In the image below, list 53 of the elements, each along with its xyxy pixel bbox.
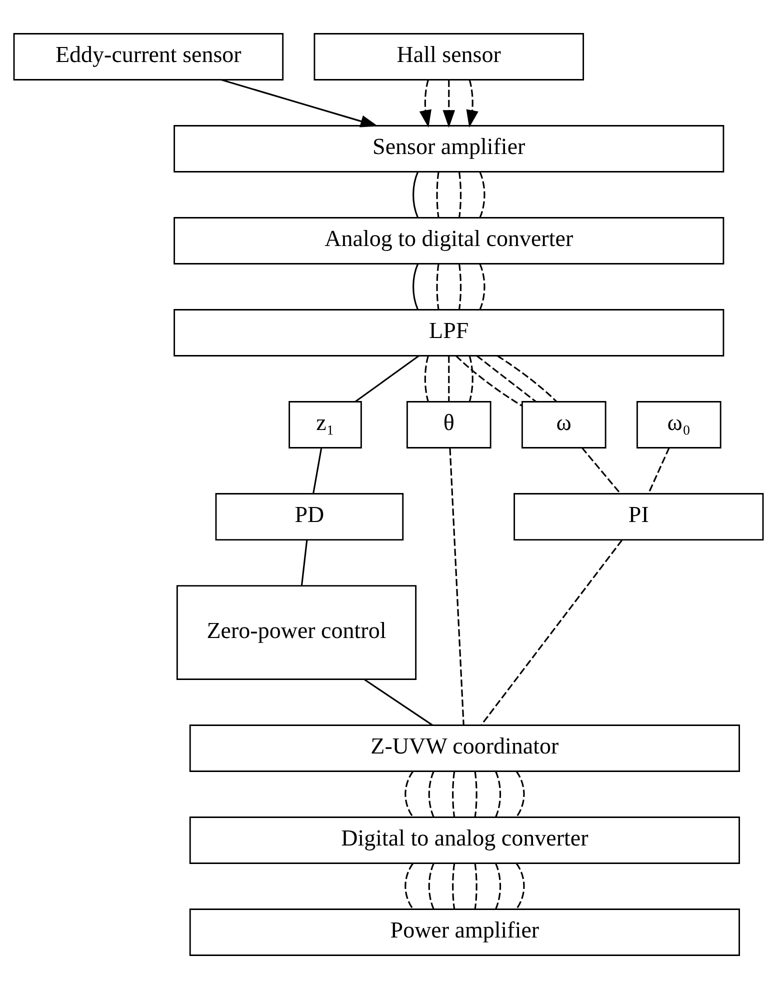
connector <box>428 770 434 818</box>
connector <box>452 771 456 817</box>
connector <box>428 862 434 910</box>
node-box: θ <box>406 401 492 448</box>
arrow <box>466 80 478 128</box>
connector <box>458 264 462 310</box>
arrow <box>442 80 456 128</box>
connector <box>480 540 623 726</box>
node-box: LPF <box>174 309 724 356</box>
node-box: Z-UVW coordinator <box>189 724 740 772</box>
connector <box>494 862 502 910</box>
arrow <box>220 79 378 128</box>
connector <box>648 447 670 494</box>
node-box: ω₀ <box>636 401 722 448</box>
connector <box>476 355 536 402</box>
connector <box>496 355 557 402</box>
node-box: Analog to digital converter <box>174 217 724 264</box>
connector <box>436 172 440 218</box>
node-box: ω <box>521 401 606 448</box>
node-box: Zero-power control <box>176 585 417 680</box>
connector <box>354 355 420 402</box>
connector <box>516 770 525 818</box>
arrow <box>419 80 432 128</box>
connector <box>449 448 464 726</box>
node-box: Digital to analog converter <box>189 816 740 864</box>
connector <box>581 447 621 494</box>
node-box: PD <box>215 493 404 540</box>
connector <box>412 264 419 310</box>
connector <box>479 171 486 218</box>
node-box: Sensor amplifier <box>174 125 724 172</box>
connector <box>456 355 522 407</box>
connector <box>474 863 478 909</box>
node-box: Hall sensor <box>314 33 584 80</box>
connector <box>424 356 429 402</box>
connector <box>404 770 414 818</box>
connector <box>516 862 525 910</box>
connector <box>494 770 502 818</box>
node-box: PI <box>514 493 764 540</box>
connector <box>300 540 308 586</box>
connector <box>458 172 462 218</box>
connector <box>312 448 322 494</box>
connector <box>468 356 474 402</box>
node-box: z₁ <box>288 401 362 448</box>
connector <box>364 678 433 726</box>
connector <box>479 264 486 310</box>
connector <box>474 771 478 817</box>
connector <box>452 863 456 909</box>
node-box: Eddy-current sensor <box>13 33 284 80</box>
connector <box>412 171 419 218</box>
connector <box>448 356 450 402</box>
connector <box>436 264 440 310</box>
connector <box>404 862 414 910</box>
node-box: Power amplifier <box>189 908 740 956</box>
